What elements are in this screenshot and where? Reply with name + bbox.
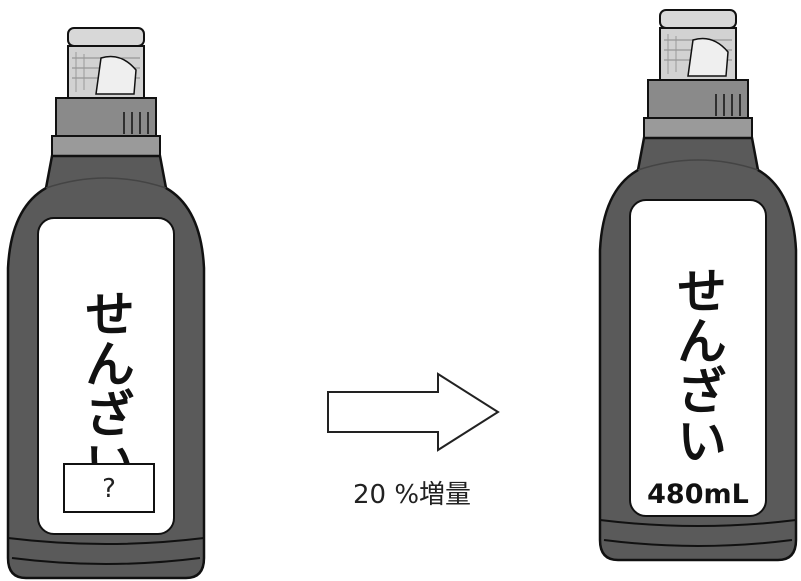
- right-bottle: せんざい 480mL: [598, 8, 798, 562]
- arrow-right: [327, 372, 500, 452]
- right-volume-text: 480mL: [647, 479, 749, 510]
- arrow-caption: 20 %増量: [353, 480, 471, 510]
- right-bottle-label: せんざい: [669, 265, 727, 465]
- left-volume-text: ?: [102, 474, 116, 504]
- left-bottle: せんざい ?: [6, 26, 206, 580]
- left-bottle-label: せんざい: [77, 288, 135, 488]
- left-volume-box: [63, 463, 155, 513]
